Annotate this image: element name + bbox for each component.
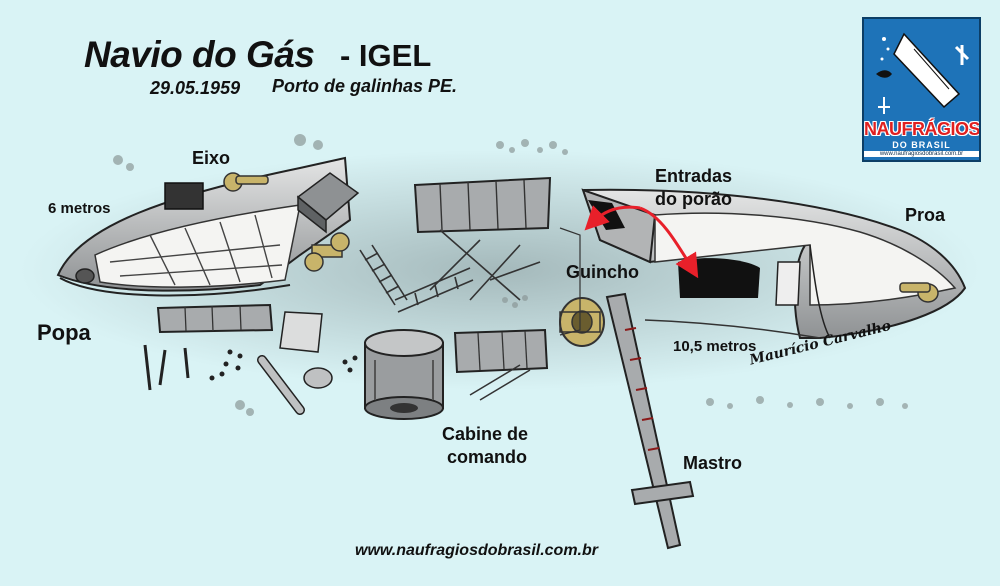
stern-hull xyxy=(56,156,352,297)
deck-debris xyxy=(359,229,541,313)
bow-lower-edge xyxy=(644,319,821,339)
footer-site-link[interactable]: www.naufragiosdobrasil.com.br xyxy=(355,542,598,559)
label-proa: Proa xyxy=(905,205,946,225)
label-mastro: Mastro xyxy=(683,453,743,473)
label-cabine-line2: comando xyxy=(447,447,528,467)
logo-name: NAUFRÁGIOS xyxy=(864,119,980,139)
pipe-debris xyxy=(257,355,333,415)
shaft-icon xyxy=(223,172,269,192)
wreck-title-suffix: - IGEL xyxy=(340,38,432,73)
midship-seam xyxy=(559,227,581,336)
bow-hull xyxy=(581,188,967,339)
wreck-title: Navio do Gás xyxy=(84,34,315,75)
label-ten-meters: 10,5 metros xyxy=(673,338,757,355)
sinking-date: 29.05.1959 xyxy=(150,78,241,98)
label-guincho: Guincho xyxy=(566,262,639,282)
crate-debris xyxy=(296,172,360,234)
command-cabin xyxy=(364,329,444,420)
midship-tank-top xyxy=(413,176,552,234)
stern-tank-bottom xyxy=(156,303,274,334)
wreck-location: Porto de galinhas PE. xyxy=(272,76,458,96)
plate-debris xyxy=(279,311,323,353)
logo-url: www.naufragiosdobrasil.com.br xyxy=(864,151,979,157)
midship-tank-bottom xyxy=(453,328,549,401)
anchor-winch-icon xyxy=(899,282,939,303)
small-debris xyxy=(143,344,358,391)
seabed-rocks xyxy=(113,134,908,416)
naufragios-logo[interactable]: NAUFRÁGIOS DO BRASIL www.naufragiosdobra… xyxy=(862,17,981,162)
label-popa: Popa xyxy=(37,320,91,345)
label-six-meters: 6 metros xyxy=(48,200,111,217)
label-eixo: Eixo xyxy=(192,148,231,168)
mast xyxy=(605,292,695,550)
label-do-porao: do porão xyxy=(655,189,732,209)
bollard-icon xyxy=(304,232,350,272)
hold-entry-arrows xyxy=(584,205,699,279)
winch-icon xyxy=(559,297,605,347)
logo-subtitle: DO BRASIL xyxy=(892,140,951,150)
sunken-ship-icon xyxy=(876,32,970,114)
label-cabine-line1: Cabine de xyxy=(442,424,529,444)
label-entradas: Entradas xyxy=(655,166,733,186)
stern-block xyxy=(164,182,204,210)
